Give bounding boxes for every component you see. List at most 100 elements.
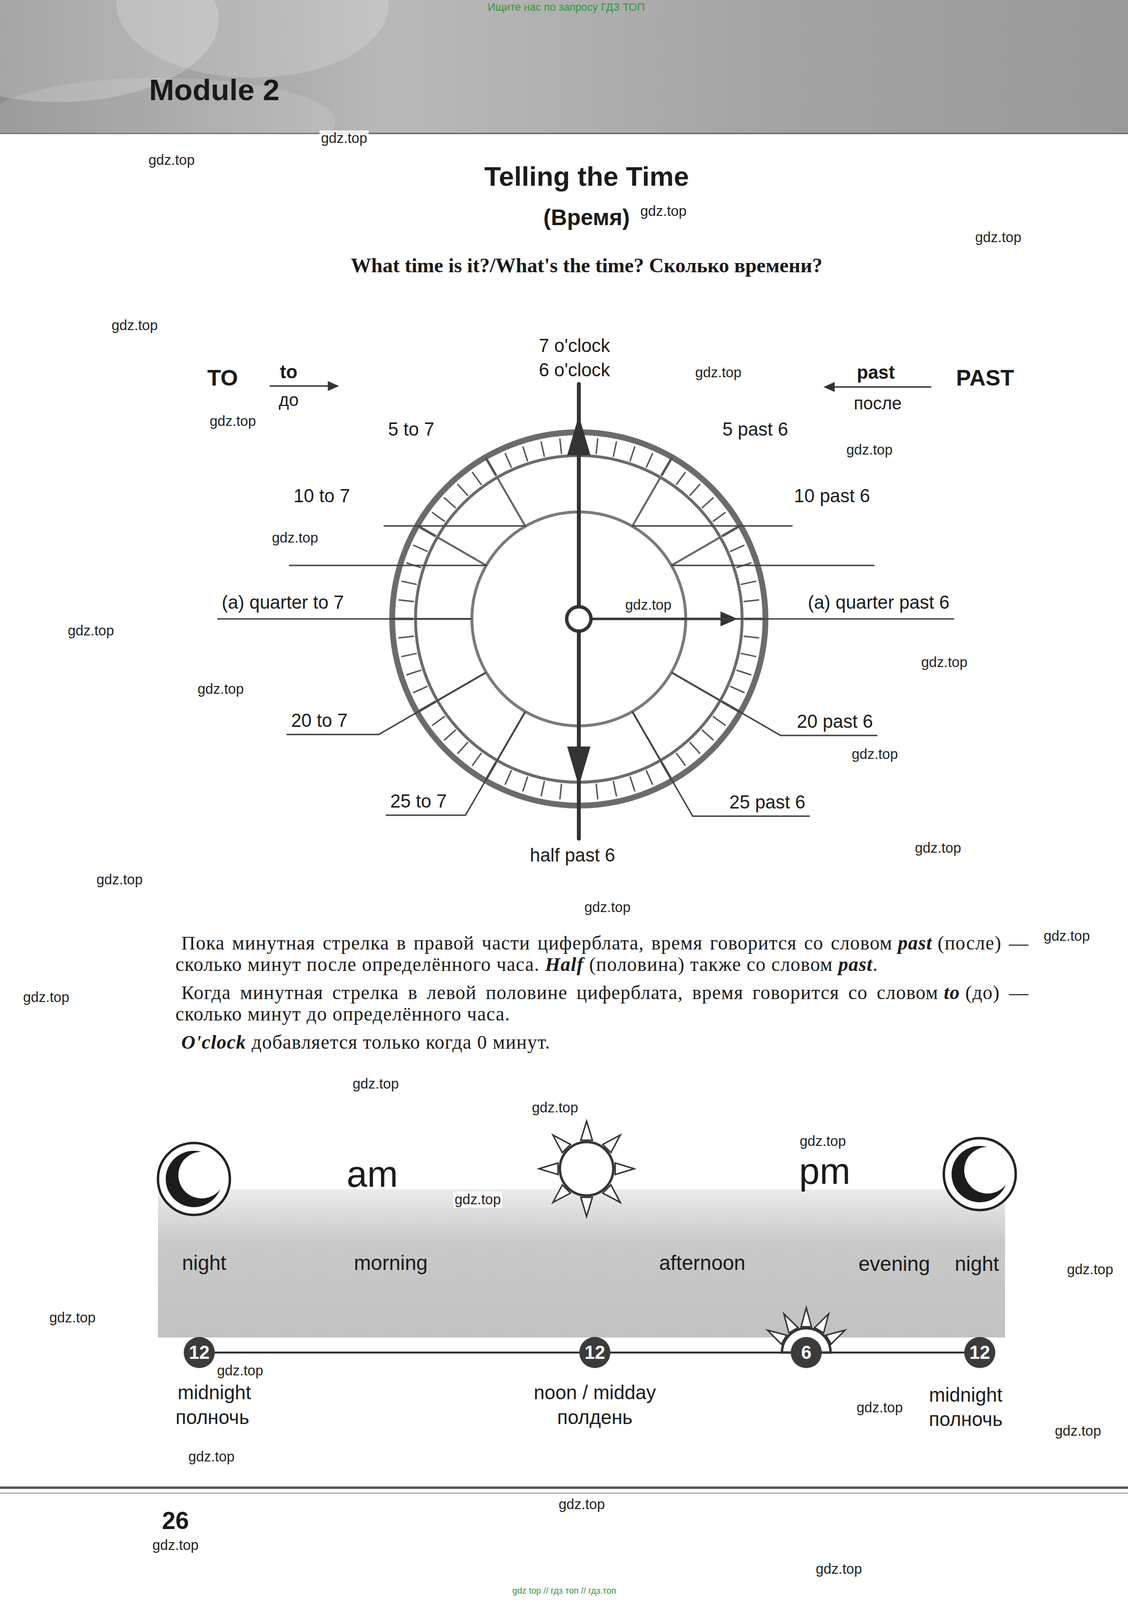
hour-spoke — [632, 478, 660, 526]
minute-tick — [702, 497, 713, 508]
leader-line — [383, 524, 525, 527]
text-label: noon / midday — [533, 1380, 656, 1404]
text-label: (Время) — [543, 204, 630, 231]
page-rule — [0, 1486, 1128, 1489]
header-petal — [116, 0, 389, 78]
text-label: morning — [353, 1250, 428, 1275]
text-label: полночь — [928, 1407, 1003, 1430]
minute-tick — [630, 446, 635, 461]
watermark: gdz.top — [452, 1191, 503, 1208]
watermark: gdz.top — [850, 746, 900, 763]
minute-tick — [661, 457, 672, 475]
minute-tick — [505, 770, 512, 784]
minute-tick — [413, 686, 427, 693]
watermark: gdz.top — [1065, 1261, 1115, 1278]
leader-line — [632, 711, 693, 816]
moon-icon — [157, 1142, 230, 1215]
minute-tick — [485, 457, 496, 475]
minute-tick — [713, 716, 726, 726]
moon-icon — [178, 1151, 226, 1198]
leader-line — [465, 711, 525, 816]
text-label: evening — [858, 1251, 930, 1276]
hour-spoke — [497, 478, 525, 526]
minute-tick — [741, 581, 756, 585]
timeline-connector — [610, 1351, 791, 1354]
key-word: Half — [544, 953, 584, 975]
watermark: gdz.top — [186, 1448, 236, 1465]
minute-tick — [690, 742, 700, 753]
leader-line — [386, 814, 466, 816]
time-label: 20 to 7 — [291, 710, 348, 732]
hour-spoke — [438, 537, 486, 565]
marker-number: 6 — [800, 1342, 812, 1362]
watermark: gdz.top — [270, 529, 320, 546]
minute-tick — [702, 729, 713, 740]
text-label: midnight — [928, 1383, 1003, 1406]
explanation-run: добавляется только когда 0 минут. — [251, 1030, 551, 1053]
key-word: past — [838, 953, 873, 975]
minute-tick — [690, 484, 700, 496]
time-marker-circle: 12 — [579, 1336, 611, 1368]
minute-tick — [444, 497, 456, 508]
text-label: midnight — [177, 1380, 251, 1404]
watermark: gdz.top — [638, 203, 688, 220]
minute-tick — [522, 446, 528, 461]
marker-number: 12 — [189, 1342, 210, 1362]
watermark: gdz.top — [66, 622, 116, 639]
page-title: Telling the Time — [484, 160, 689, 192]
page-rule — [0, 1492, 1128, 1493]
timeline-connector — [821, 1351, 965, 1354]
sun-ray — [800, 1307, 812, 1327]
watermark: gdz.top — [623, 596, 673, 613]
minute-tick — [741, 653, 756, 657]
minute-tick — [472, 472, 482, 485]
minute-tick — [401, 653, 417, 657]
leader-line — [632, 524, 792, 527]
watermark: gdz.top — [693, 364, 743, 381]
watermark: gdz.top — [556, 1495, 607, 1512]
watermark: gdz.top — [109, 317, 159, 334]
minute-tick — [744, 636, 759, 638]
sun-ray — [580, 1197, 593, 1216]
watermark: gdz.top — [94, 871, 144, 888]
watermark: gdz.top — [47, 1309, 97, 1326]
key-word: O'clock — [181, 1030, 247, 1053]
minute-tick — [613, 781, 617, 796]
leader-line — [672, 672, 781, 736]
watermark: gdz.top — [319, 130, 369, 147]
text-label: What time is it?/What's the time? Скольк… — [350, 253, 823, 278]
time-label: PAST — [955, 364, 1014, 391]
explanation-run: Пока минутная стрелка в правой части циф… — [181, 931, 893, 954]
clock-hub — [566, 606, 591, 631]
time-label: (a) quarter to 7 — [221, 591, 344, 614]
text-label: полночь — [175, 1405, 250, 1428]
time-label: 25 past 6 — [729, 791, 806, 814]
moon-icon — [943, 1137, 1016, 1210]
time-marker-circle: 12 — [964, 1336, 996, 1368]
explanation-text: Пока минутная стрелка в правой части циф… — [175, 932, 1029, 1060]
paragraph: Пока минутная стрелка в правой части циф… — [175, 932, 1029, 975]
watermark: gdz top // гдз топ // гдз.топ — [512, 1585, 617, 1596]
watermark: gdz.top — [913, 839, 963, 856]
minute-tick — [646, 453, 653, 467]
leader-line — [692, 815, 810, 817]
leader-line — [217, 618, 471, 620]
watermark: Ищите нас по запросу ГДЗ ТОП — [487, 0, 645, 14]
time-label: half past 6 — [529, 844, 615, 867]
watermark: gdz.top — [215, 1362, 265, 1379]
text-label: pm — [798, 1149, 851, 1192]
watermark: gdz.top — [195, 680, 245, 697]
key-word: to — [943, 981, 960, 1004]
watermark: gdz.top — [798, 1132, 848, 1149]
sun-icon — [559, 1141, 614, 1196]
sun-ray — [615, 1162, 635, 1175]
timeline-connector — [214, 1351, 580, 1354]
time-label: (a) quarter past 6 — [807, 591, 950, 614]
watermark: gdz.top — [973, 229, 1023, 246]
to-arrow — [270, 385, 330, 387]
hour-spoke — [672, 537, 720, 565]
minute-tick — [676, 753, 686, 765]
minute-tick — [472, 753, 482, 765]
text-label: night — [181, 1250, 226, 1275]
minute-tick — [613, 441, 617, 456]
